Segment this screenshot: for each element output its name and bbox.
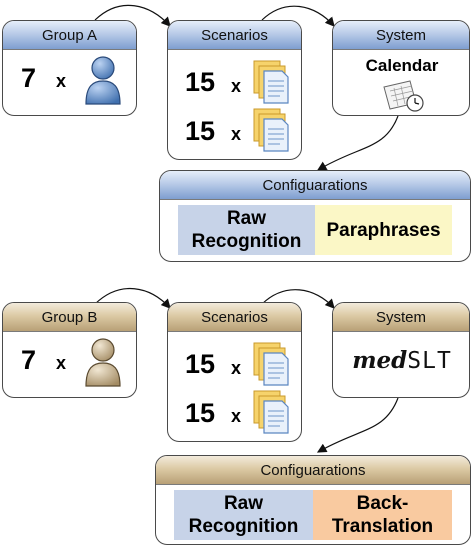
scenarios-a-count-1: 15 [185,67,216,97]
medslt-logo-slt: SLT [407,348,452,374]
config-b-raw-line-1: Raw [223,493,264,514]
medslt-logo: medSLT [333,347,469,374]
person-icon [85,56,121,105]
arrow-system-a-to-config [316,115,399,171]
config-a-paraphrases: Paraphrases [315,205,452,255]
documents-icon [253,60,289,104]
arrow-system-b-to-config [316,397,399,453]
person-icon [85,338,121,387]
config-a-raw-recognition: Raw Recognition [178,205,315,255]
group-a-times: x [56,71,67,91]
scenarios-b-count-1: 15 [185,349,216,379]
arrow-scenarios-a-to-system [261,5,335,27]
config-a-raw-line-2: Recognition [191,231,302,252]
calendar-icon [383,80,424,112]
scenarios-b-times-1: x [231,358,242,378]
config-a-paraphrases-line-1: Paraphrases [326,219,441,241]
documents-icon [253,390,289,434]
scenarios-a-count-2: 15 [185,116,216,146]
group-b-box: Group B 7 x [2,302,137,398]
arrow-group-a-to-scenarios [94,4,171,27]
documents-icon [253,108,289,152]
scenarios-b-box: Scenarios 15 x 15 x [167,302,302,442]
group-a-box: Group A 7 x [2,20,137,116]
documents-icon [253,342,289,386]
scenarios-a-times-2: x [231,124,242,144]
config-b-back-line-2: Translation [331,516,434,537]
scenarios-a-title: Scenarios [168,21,301,50]
configurations-a-box: Configuarations Raw Recognition Paraphra… [159,170,471,262]
scenarios-a-box: Scenarios 15 x 15 x [167,20,302,160]
system-a-title: System [333,21,469,50]
config-b-back-translation: Back- Translation [313,490,452,540]
scenarios-a-times-1: x [231,76,242,96]
group-b-times: x [56,353,67,373]
medslt-logo-med: med [352,347,408,374]
arrow-scenarios-b-to-system [261,289,335,309]
config-a-raw-line-1: Raw [226,208,267,229]
scenarios-b-times-2: x [231,406,242,426]
arrow-group-b-to-scenarios [94,288,171,309]
configurations-b-title: Configuarations [156,456,470,485]
group-b-count: 7 [21,345,37,375]
system-b-title: System [333,303,469,332]
system-a-box: System Calendar [332,20,470,116]
scenarios-b-title: Scenarios [168,303,301,332]
system-a-name: Calendar [365,56,439,75]
config-b-back-line-1: Back- [356,493,409,514]
config-b-raw-recognition: Raw Recognition [174,490,313,540]
configurations-a-title: Configuarations [160,171,470,200]
configurations-b-box: Configuarations Raw Recognition Back- Tr… [155,455,471,545]
group-a-title: Group A [3,21,136,50]
group-b-title: Group B [3,303,136,332]
config-b-raw-line-2: Recognition [188,516,299,537]
scenarios-b-count-2: 15 [185,398,216,428]
group-a-count: 7 [21,63,37,93]
system-b-box: System medSLT [332,302,470,398]
